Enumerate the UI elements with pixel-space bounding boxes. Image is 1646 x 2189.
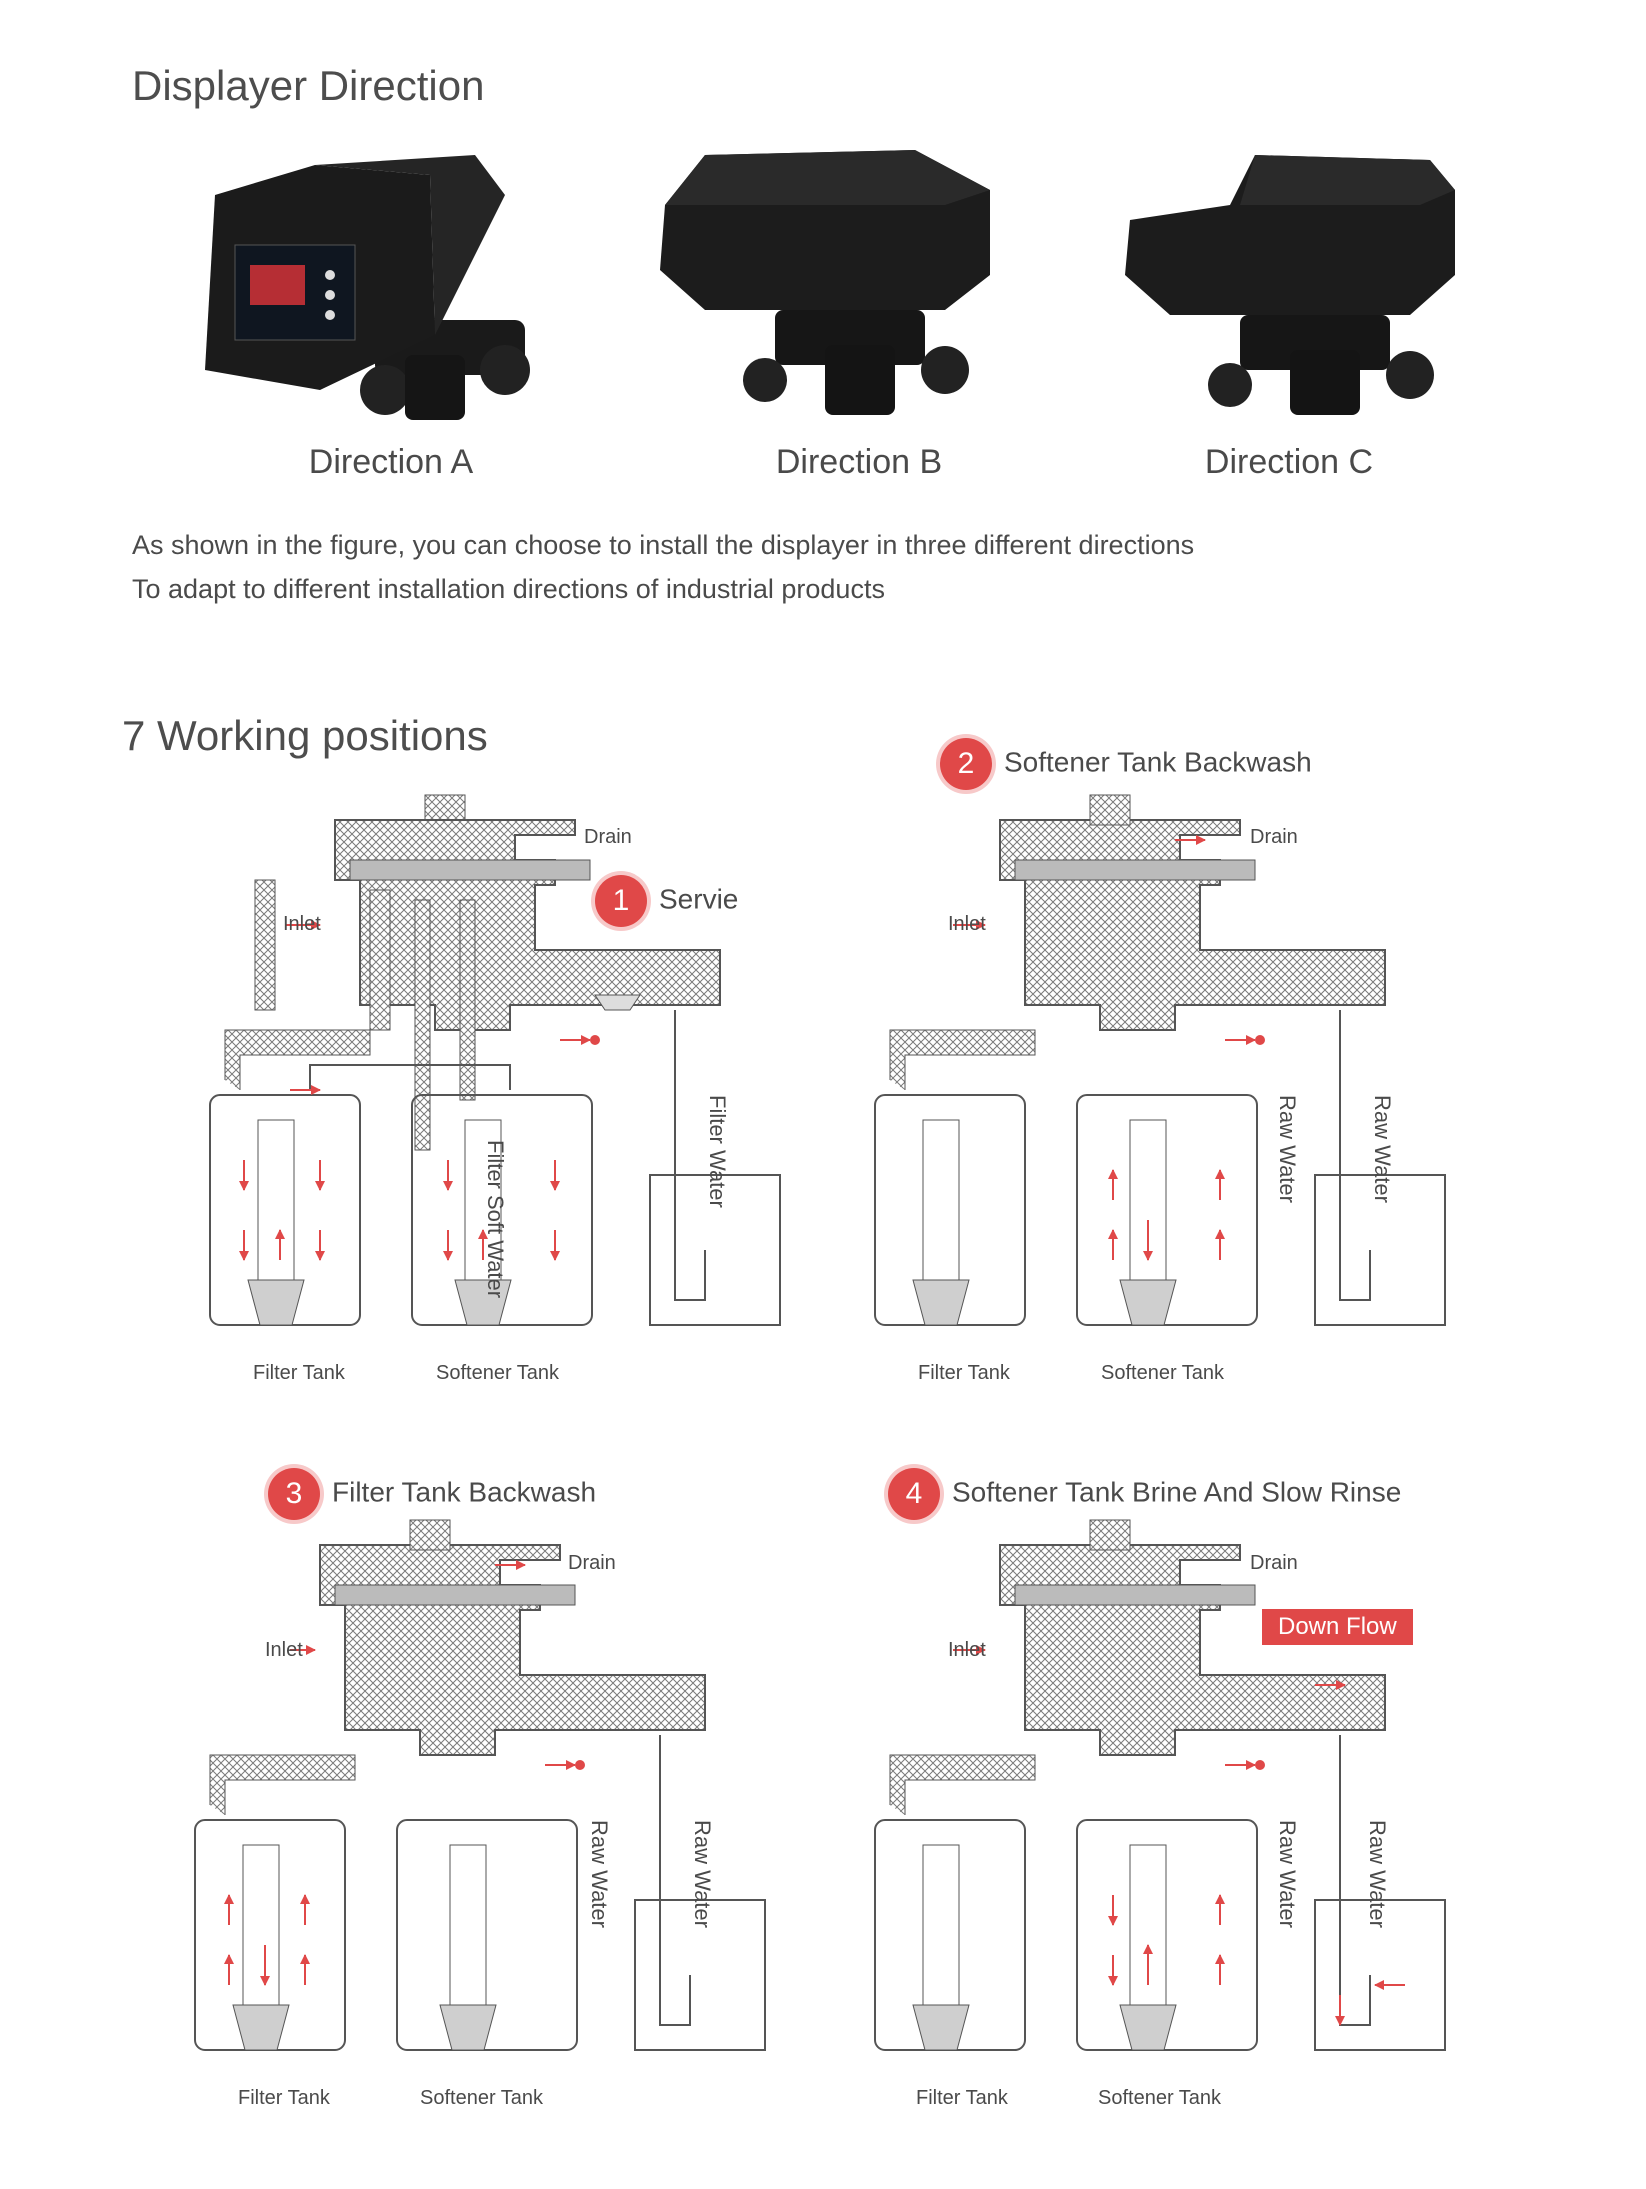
raw-water-left-label-3: Raw Water xyxy=(587,1820,612,1928)
drain-label-1: Drain xyxy=(584,826,632,848)
direction-a-label: Direction A xyxy=(308,443,474,481)
section-title-displayer: Displayer Direction xyxy=(132,62,485,109)
inlet-label-3: Inlet xyxy=(265,1639,303,1661)
softener-tank-label-4: Softener Tank xyxy=(1098,2087,1222,2109)
diagram-position-2 xyxy=(845,790,1545,1410)
filter-tank-label-1: Filter Tank xyxy=(253,1362,345,1384)
position-3-badge: 3 xyxy=(268,1468,320,1520)
position-2-badge: 2 xyxy=(940,738,992,790)
softener-tank-label-3: Softener Tank xyxy=(420,2087,544,2109)
down-flow-tag: Down Flow xyxy=(1262,1609,1413,1645)
softener-tank-label-2: Softener Tank xyxy=(1101,1362,1225,1384)
diagram-position-1 xyxy=(180,790,880,1410)
description-line-2: To adapt to different installation direc… xyxy=(132,574,885,604)
filter-soft-water-label-1: Filter Soft Water xyxy=(483,1140,508,1299)
diagram-position-3 xyxy=(165,1515,865,2135)
raw-water-right-label-3: Raw Water xyxy=(690,1820,715,1928)
product-image-direction-b xyxy=(645,145,1015,425)
direction-b-label: Direction B xyxy=(775,443,943,481)
inlet-label-2: Inlet xyxy=(948,913,986,935)
filter-water-label-1: Filter Water xyxy=(705,1095,730,1208)
product-image-direction-c xyxy=(1110,145,1480,425)
raw-water-left-label-2: Raw Water xyxy=(1275,1095,1300,1203)
description-line-1: As shown in the figure, you can choose t… xyxy=(132,530,1195,560)
section-title-working-positions: 7 Working positions xyxy=(122,712,488,759)
drain-label-4: Drain xyxy=(1250,1552,1298,1574)
filter-tank-label-4: Filter Tank xyxy=(916,2087,1008,2109)
position-1-badge: 1 xyxy=(595,875,647,927)
direction-c-label: Direction C xyxy=(1204,443,1374,481)
diagram-position-4 xyxy=(845,1515,1545,2135)
inlet-label-1: Inlet xyxy=(283,913,321,935)
product-image-direction-a xyxy=(175,155,545,435)
raw-water-right-label-4: Raw Water xyxy=(1365,1820,1390,1928)
filter-tank-label-2: Filter Tank xyxy=(918,1362,1010,1384)
softener-tank-label-1: Softener Tank xyxy=(436,1362,560,1384)
filter-tank-label-3: Filter Tank xyxy=(238,2087,330,2109)
position-4-badge: 4 xyxy=(888,1468,940,1520)
inlet-label-4: Inlet xyxy=(948,1639,986,1661)
drain-label-2: Drain xyxy=(1250,826,1298,848)
raw-water-left-label-4: Raw Water xyxy=(1275,1820,1300,1928)
raw-water-right-label-2: Raw Water xyxy=(1370,1095,1395,1203)
drain-label-3: Drain xyxy=(568,1552,616,1574)
